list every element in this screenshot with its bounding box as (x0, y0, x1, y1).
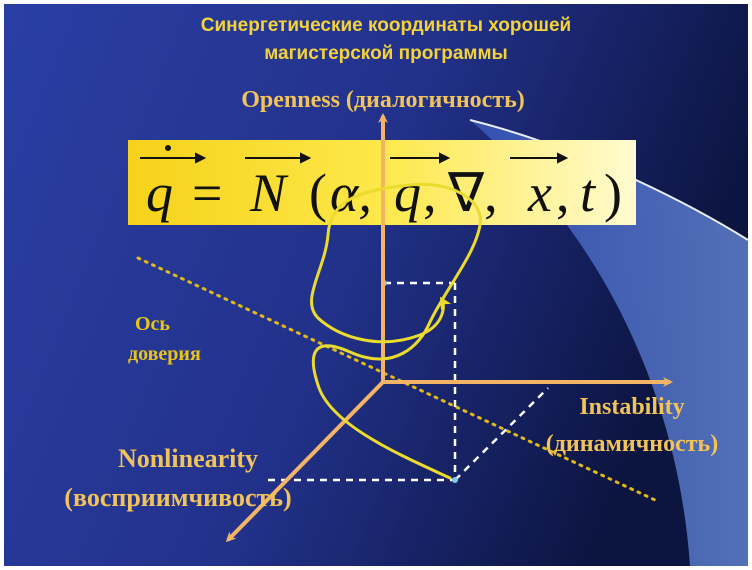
formula-lhs-q: q (146, 163, 173, 223)
vector-arrowhead-q-dot (195, 152, 207, 164)
formula-nabla: ∇, (447, 163, 498, 223)
title-line-1: Синергетические координаты хорошей (201, 15, 571, 36)
nonlinearity-axis-label-line-1: Nonlinearity (118, 444, 258, 473)
formula-open-paren: ( (309, 163, 327, 223)
trust-axis-line (136, 256, 657, 502)
formula-comma-2: , (556, 163, 570, 223)
derivative-dot (165, 145, 171, 151)
nonlinearity-axis-label-line-2: (восприимчивость) (64, 483, 291, 512)
formula-equals: = (192, 163, 222, 223)
formula-x: x (527, 163, 552, 223)
formula-close-paren: ) (604, 163, 622, 223)
formula-q: q (394, 163, 421, 223)
title-line-2: магистерской программы (264, 43, 508, 64)
background-sweep (470, 120, 748, 566)
vector-arrowhead-q (439, 152, 451, 164)
formula-t: t (580, 163, 597, 223)
vector-arrowhead-n (300, 152, 312, 164)
nonlinearity-axis (225, 380, 385, 543)
projection-diagonal (454, 387, 549, 481)
projection-point-bottom (452, 477, 458, 483)
trust-axis-label-line-2: доверия (128, 343, 201, 365)
instability-axis-label-line-2: (динамичность) (546, 431, 718, 457)
vector-arrowhead-x (557, 152, 569, 164)
instability-axis-label-line-1: Instability (579, 394, 684, 420)
system-trajectory (310, 182, 482, 480)
formula-n: N (249, 163, 289, 223)
formula: q = N ( α, q , ∇, x , t ) (140, 145, 622, 223)
trust-axis-label-line-1: Ось (135, 313, 170, 335)
openness-axis-label: Openness (диалогичность) (241, 87, 525, 113)
formula-comma-1: , (423, 163, 437, 223)
